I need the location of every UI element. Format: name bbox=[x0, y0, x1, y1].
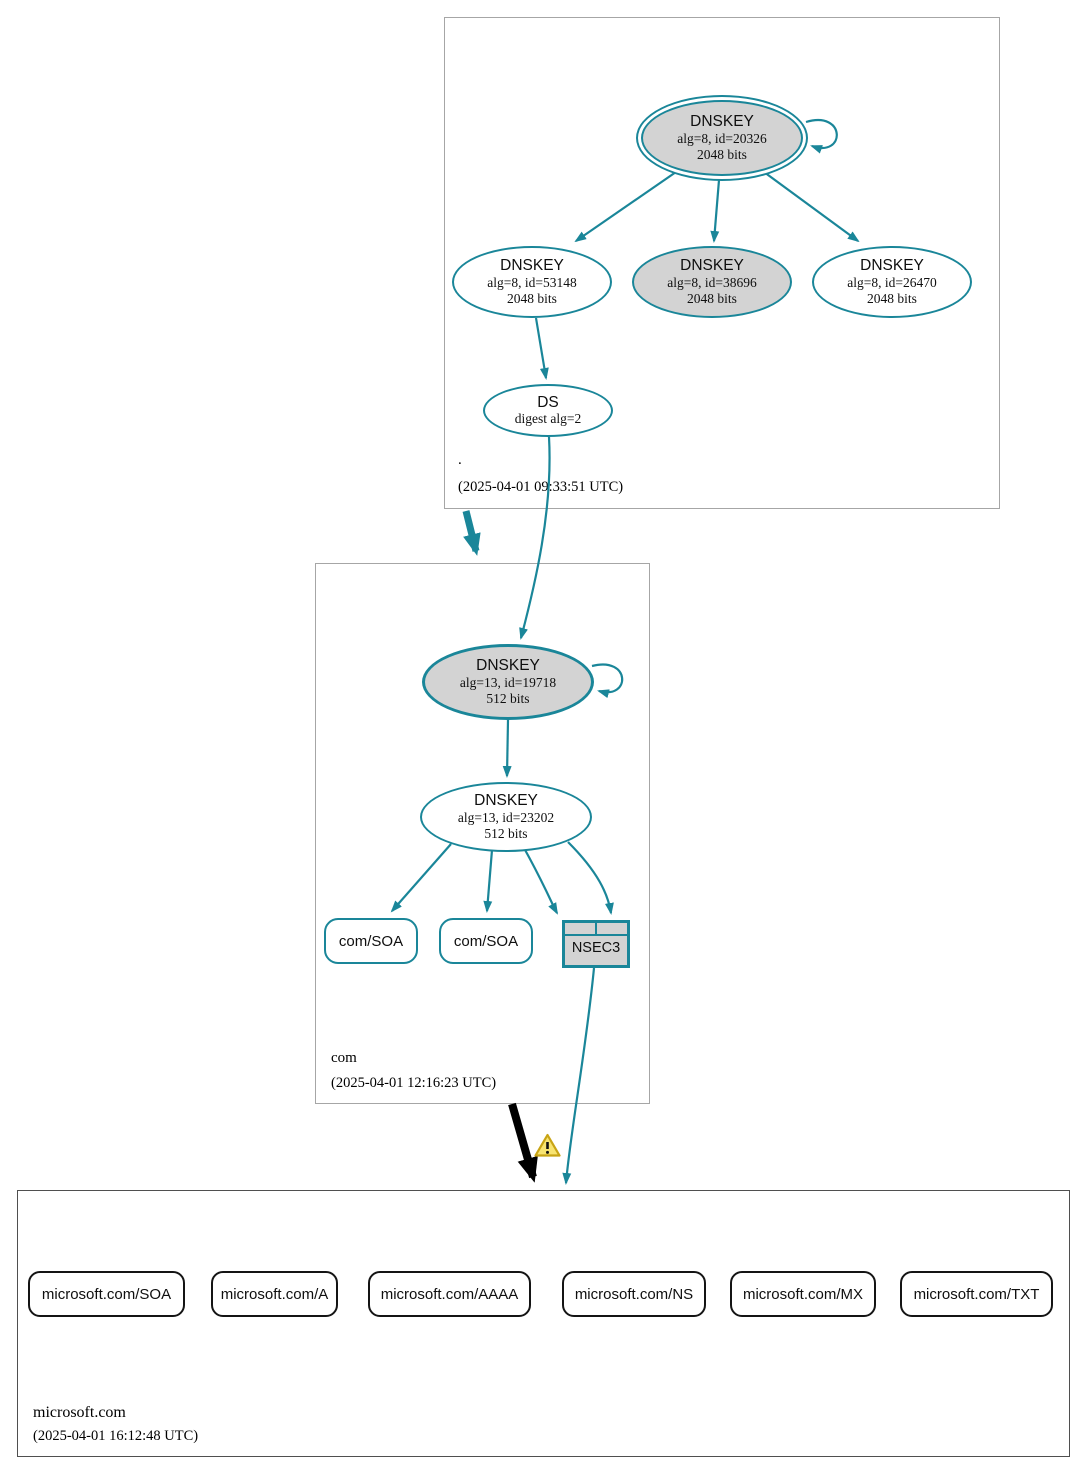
node-com-ksk-bits: 512 bits bbox=[486, 690, 530, 706]
edge-ds-to-com-ksk bbox=[519, 436, 551, 640]
node-root-ds[interactable]: DS digest alg=2 bbox=[483, 384, 613, 437]
node-microsoft-a-label: microsoft.com/A bbox=[220, 1285, 329, 1303]
node-root-zsk-38696[interactable]: DNSKEY alg=8, id=38696 2048 bits bbox=[632, 246, 792, 318]
node-microsoft-a[interactable]: microsoft.com/A bbox=[211, 1271, 338, 1317]
nsec3-header bbox=[565, 923, 627, 936]
node-root-ksk-type: DNSKEY bbox=[690, 112, 754, 130]
node-root-zsk-53148[interactable]: DNSKEY alg=8, id=53148 2048 bits bbox=[452, 246, 612, 318]
node-root-zsk-38696-type: DNSKEY bbox=[680, 256, 744, 274]
node-microsoft-txt[interactable]: microsoft.com/TXT bbox=[900, 1271, 1053, 1317]
node-root-ksk-bits: 2048 bits bbox=[697, 146, 747, 162]
edge-com-ksk-to-zsk bbox=[502, 719, 512, 778]
edge-root-ksk-to-zsk-53148 bbox=[574, 171, 677, 243]
root-zone-box bbox=[444, 17, 1000, 509]
node-com-nsec3-label: NSEC3 bbox=[571, 940, 621, 956]
node-root-zsk-38696-bits: 2048 bits bbox=[687, 290, 737, 306]
node-root-zsk-53148-bits: 2048 bits bbox=[507, 290, 557, 306]
node-root-ksk-detail: alg=8, id=20326 bbox=[677, 130, 767, 146]
node-microsoft-aaaa-label: microsoft.com/AAAA bbox=[380, 1285, 519, 1303]
node-root-zsk-26470-detail: alg=8, id=26470 bbox=[847, 274, 937, 290]
edge-root-ksk-to-zsk-26470 bbox=[763, 171, 860, 243]
node-microsoft-aaaa[interactable]: microsoft.com/AAAA bbox=[368, 1271, 531, 1317]
node-com-soa-2-label: com/SOA bbox=[453, 932, 519, 950]
com-zone-timestamp: (2025-04-01 12:16:23 UTC) bbox=[331, 1075, 497, 1091]
microsoft-zone-timestamp: (2025-04-01 16:12:48 UTC) bbox=[33, 1428, 199, 1444]
edge-nsec3-to-microsoft bbox=[562, 967, 596, 1185]
node-com-ksk-type: DNSKEY bbox=[476, 656, 540, 674]
node-root-ksk-inner: DNSKEY alg=8, id=20326 2048 bits bbox=[641, 100, 803, 176]
node-com-nsec3[interactable]: NSEC3 bbox=[562, 920, 630, 968]
edge-zsk-53148-to-ds bbox=[534, 317, 549, 380]
node-com-ksk-dnskey[interactable]: DNSKEY alg=13, id=19718 512 bits bbox=[422, 644, 594, 720]
root-zone-label: . bbox=[458, 452, 462, 468]
node-com-zsk-type: DNSKEY bbox=[474, 791, 538, 809]
microsoft-zone-box bbox=[17, 1190, 1070, 1457]
edge-root-ksk-selfloop bbox=[805, 119, 838, 154]
node-root-zsk-53148-type: DNSKEY bbox=[500, 256, 564, 274]
edge-com-ksk-selfloop bbox=[591, 663, 624, 699]
node-com-ksk-detail: alg=13, id=19718 bbox=[459, 674, 557, 690]
edge-com-zsk-to-soa1 bbox=[390, 843, 452, 913]
node-microsoft-soa[interactable]: microsoft.com/SOA bbox=[28, 1271, 185, 1317]
node-microsoft-ns-label: microsoft.com/NS bbox=[574, 1285, 694, 1303]
node-com-soa-1[interactable]: com/SOA bbox=[324, 918, 418, 964]
node-root-zsk-53148-detail: alg=8, id=53148 bbox=[487, 274, 577, 290]
edge-root-to-com-delegation bbox=[462, 510, 481, 556]
node-com-soa-1-label: com/SOA bbox=[338, 932, 404, 950]
nsec3-header-cell-right bbox=[597, 923, 627, 934]
nsec3-header-cell-left bbox=[565, 923, 597, 934]
warning-icon[interactable] bbox=[534, 1133, 561, 1158]
node-com-zsk-dnskey[interactable]: DNSKEY alg=13, id=23202 512 bits bbox=[420, 782, 592, 852]
node-microsoft-soa-label: microsoft.com/SOA bbox=[41, 1285, 172, 1303]
node-microsoft-txt-label: microsoft.com/TXT bbox=[913, 1285, 1040, 1303]
edge-com-zsk-to-soa2 bbox=[483, 849, 494, 913]
node-com-zsk-detail: alg=13, id=23202 bbox=[457, 809, 555, 825]
node-microsoft-mx[interactable]: microsoft.com/MX bbox=[730, 1271, 876, 1317]
node-microsoft-ns[interactable]: microsoft.com/NS bbox=[562, 1271, 706, 1317]
microsoft-zone-label: microsoft.com bbox=[33, 1404, 126, 1421]
node-root-zsk-26470-type: DNSKEY bbox=[860, 256, 924, 274]
node-root-ds-type: DS bbox=[537, 393, 559, 411]
node-microsoft-mx-label: microsoft.com/MX bbox=[742, 1285, 863, 1303]
edge-com-zsk-to-nsec3-left bbox=[523, 847, 558, 915]
edge-root-ksk-to-zsk-38696 bbox=[710, 179, 721, 243]
node-root-ds-detail: digest alg=2 bbox=[514, 411, 582, 427]
node-root-zsk-26470[interactable]: DNSKEY alg=8, id=26470 2048 bits bbox=[812, 246, 972, 318]
node-root-zsk-38696-detail: alg=8, id=38696 bbox=[667, 274, 757, 290]
com-zone-label: com bbox=[331, 1050, 357, 1066]
node-root-zsk-26470-bits: 2048 bits bbox=[867, 290, 917, 306]
edge-com-zsk-to-nsec3-right bbox=[567, 841, 614, 915]
edge-com-to-microsoft-delegation bbox=[508, 1102, 538, 1183]
node-root-ksk-dnskey[interactable]: DNSKEY alg=8, id=20326 2048 bits bbox=[636, 95, 808, 181]
com-zone-box bbox=[315, 563, 650, 1104]
node-com-soa-2[interactable]: com/SOA bbox=[439, 918, 533, 964]
root-zone-timestamp: (2025-04-01 09:33:51 UTC) bbox=[458, 479, 624, 495]
node-com-zsk-bits: 512 bits bbox=[484, 825, 528, 841]
